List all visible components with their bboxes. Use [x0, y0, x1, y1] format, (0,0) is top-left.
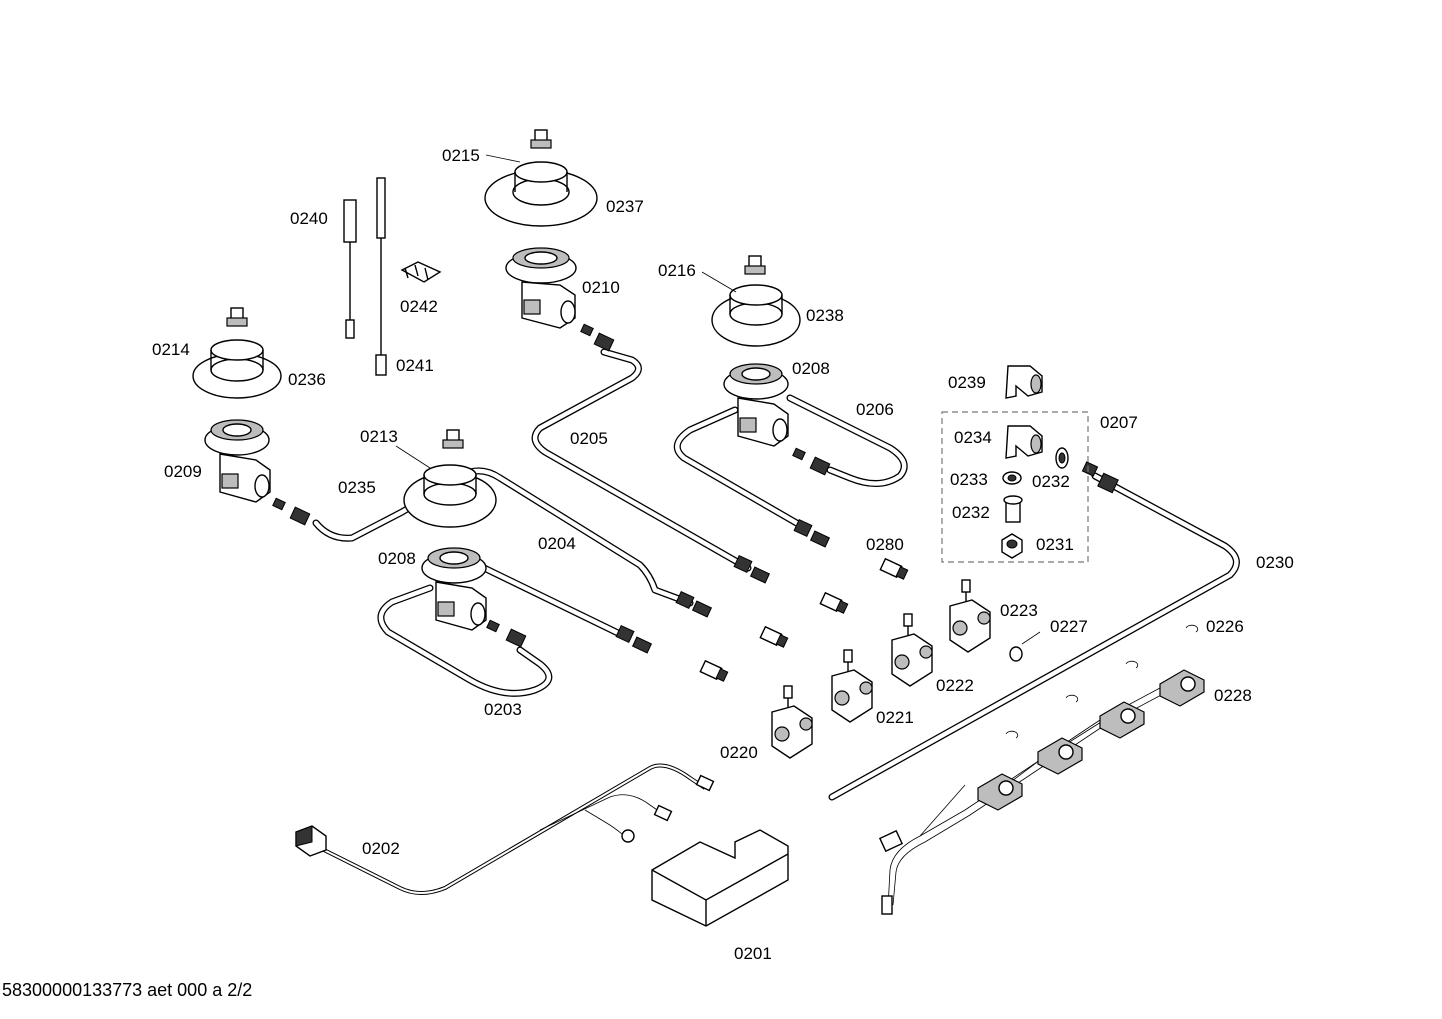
- kit-outline-0207: [941, 411, 1089, 563]
- label-0216: 0216: [658, 261, 696, 280]
- injector-screw-0214: [226, 307, 248, 327]
- burner-ring-0235: [403, 464, 497, 528]
- burner-cup-0208-lower: [421, 547, 487, 631]
- label-0214: 0214: [152, 340, 190, 359]
- part-labels: 0215 0237 0240 0242 0210 0216 0238 0214 …: [152, 146, 1294, 963]
- ignition-module-0201: [651, 829, 789, 927]
- label-0241: 0241: [396, 356, 434, 375]
- gas-valve-0221: [831, 649, 873, 723]
- label-0209: 0209: [164, 462, 202, 481]
- ignition-switches-0228: [878, 669, 1205, 915]
- burner-cup-0209: [204, 419, 271, 503]
- injector-screw-0213: [442, 429, 464, 449]
- label-0232-right: 0232: [1032, 472, 1070, 491]
- label-0222: 0222: [936, 676, 974, 695]
- seal-0232-right: [1055, 447, 1069, 469]
- gas-valve-0220: [771, 685, 813, 759]
- label-0236: 0236: [288, 370, 326, 389]
- label-0210: 0210: [582, 278, 620, 297]
- gas-pipe-0205: [531, 348, 752, 572]
- label-0206: 0206: [856, 400, 894, 419]
- label-0232-left: 0232: [952, 503, 990, 522]
- burner-cup-0208-upper: [723, 363, 789, 447]
- injector-screw-0216: [744, 255, 766, 275]
- spacer-0227: [1009, 646, 1023, 662]
- gas-pipe-0204: [312, 467, 694, 607]
- elbow-fitting-0239: [1005, 365, 1043, 399]
- label-0233: 0233: [950, 470, 988, 489]
- washer-0233: [1002, 471, 1022, 485]
- label-0215: 0215: [442, 146, 480, 165]
- label-0202: 0202: [362, 839, 400, 858]
- nut-0231: [1001, 533, 1023, 559]
- burner-cup-0210: [505, 247, 577, 329]
- label-0234: 0234: [954, 428, 992, 447]
- label-0230: 0230: [1256, 553, 1294, 572]
- label-0220: 0220: [720, 743, 758, 762]
- label-0239: 0239: [948, 373, 986, 392]
- gas-valve-0223: [949, 579, 991, 653]
- injector-screw-0215: [530, 129, 552, 149]
- nipples-0280: [699, 557, 909, 682]
- label-0238: 0238: [806, 306, 844, 325]
- document-reference: 58300000133773 aet 000 a 2/2: [2, 980, 253, 1000]
- label-0242: 0242: [400, 297, 438, 316]
- label-0203: 0203: [484, 700, 522, 719]
- label-0280: 0280: [866, 535, 904, 554]
- pipe-fittings: [272, 323, 1119, 654]
- label-0237: 0237: [606, 197, 644, 216]
- label-0227: 0227: [1050, 617, 1088, 636]
- clip-0242: [400, 261, 442, 283]
- burner-ring-0236: [192, 339, 282, 399]
- label-0221: 0221: [876, 708, 914, 727]
- burner-ring-0237: [484, 161, 598, 227]
- thermocouple-0240: [343, 199, 357, 339]
- bushing-0232-left: [1003, 495, 1023, 523]
- leader-lines: [395, 154, 1041, 645]
- label-0240: 0240: [290, 209, 328, 228]
- gas-pipe-0230: [828, 472, 1240, 801]
- label-0208-upper: 0208: [792, 359, 830, 378]
- label-0204: 0204: [538, 534, 576, 553]
- label-0205: 0205: [570, 429, 608, 448]
- gas-valve-0222: [891, 613, 933, 687]
- elbow-fitting-0234: [1005, 425, 1043, 459]
- gas-pipe-0203: [377, 562, 624, 697]
- thermocouple-0241: [375, 177, 387, 376]
- label-0201: 0201: [734, 944, 772, 963]
- label-0207: 0207: [1100, 413, 1138, 432]
- retaining-clips-0226: [1005, 624, 1199, 739]
- label-0235: 0235: [338, 478, 376, 497]
- gas-pipe-0206: [673, 394, 908, 529]
- wiring-harness-0202: [319, 763, 707, 895]
- label-0223: 0223: [1000, 601, 1038, 620]
- burner-ring-0238: [711, 284, 801, 347]
- label-0213: 0213: [360, 427, 398, 446]
- label-0226: 0226: [1206, 617, 1244, 636]
- plug-connector-0202: [295, 774, 715, 857]
- label-0208-lower: 0208: [378, 549, 416, 568]
- label-0228: 0228: [1214, 686, 1252, 705]
- label-0231: 0231: [1036, 535, 1074, 554]
